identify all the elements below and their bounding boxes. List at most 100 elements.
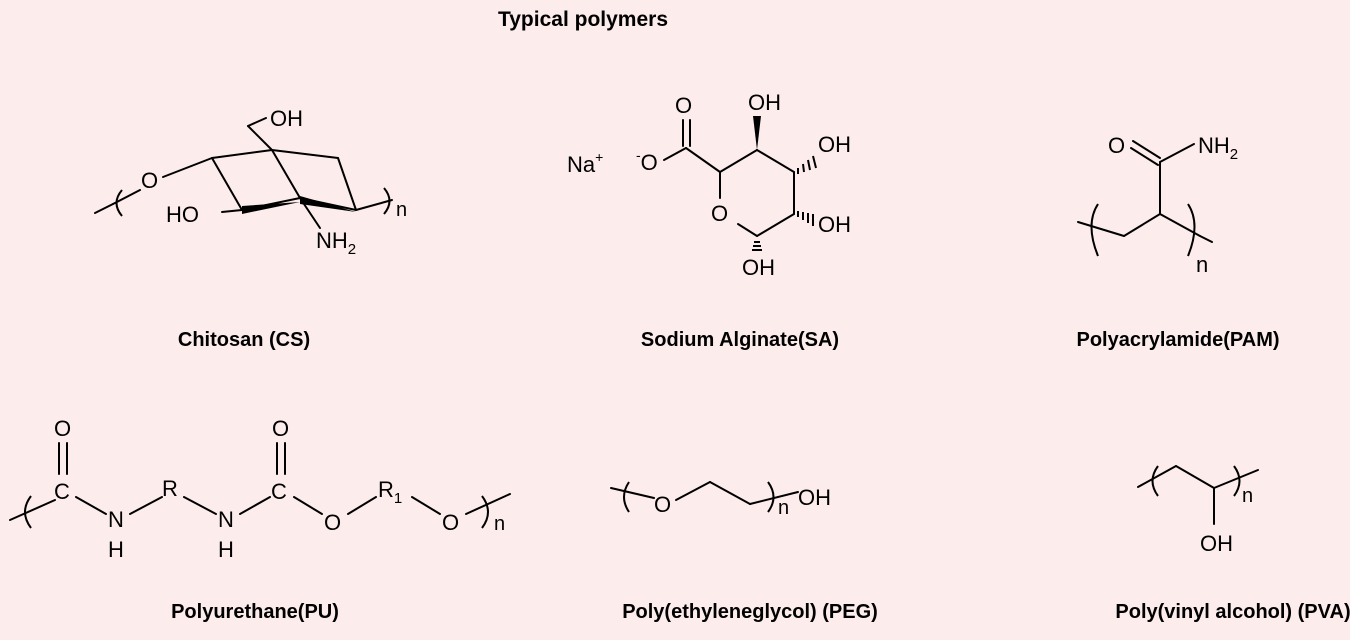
chitosan-bond <box>247 117 267 127</box>
pu-atom-n1: N <box>108 507 124 532</box>
chitosan-bond <box>271 149 301 199</box>
peg-atom-oh: OH <box>798 485 831 510</box>
chitosan-bond <box>211 157 243 211</box>
peg-left-tick <box>610 487 655 499</box>
chitosan-bond <box>247 125 273 151</box>
pam-left-paren <box>1090 203 1099 257</box>
pu-atom-h2: H <box>218 537 234 562</box>
pva-right-paren <box>1233 465 1241 497</box>
alginate-hash <box>797 211 814 226</box>
polyurethane-name: Polyurethane(PU) <box>171 601 339 623</box>
alginate-atom-na: Na+ <box>567 149 603 177</box>
pam-left-tick <box>1077 221 1125 237</box>
alginate-atom-o-dbl: O <box>675 93 692 118</box>
pu-bond <box>239 496 271 515</box>
pu-atom-r1: R1 <box>378 477 402 507</box>
pu-left-paren <box>24 495 32 529</box>
chitosan-left-tick <box>94 203 114 214</box>
alginate-hash <box>752 241 762 251</box>
pam-atom-nh: NH2 <box>1198 133 1238 163</box>
pva-bond <box>1213 469 1259 489</box>
pu-repeat-n: n <box>494 513 505 535</box>
pu-atom-o-top1: O <box>54 416 71 441</box>
figure-title: Typical polymers <box>498 8 668 31</box>
peg-bond <box>675 481 711 501</box>
chitosan-atom-o: O <box>141 168 158 193</box>
pu-bond <box>465 493 511 515</box>
chitosan-bond <box>355 199 393 211</box>
alginate-bond <box>756 213 795 237</box>
alginate-bond <box>663 147 687 161</box>
alginate-bond <box>737 223 758 237</box>
chitosan-bond <box>241 197 301 211</box>
chitosan-atom-nh: NH2 <box>316 228 356 258</box>
chitosan-bond <box>299 197 321 229</box>
polyacrylamide-structure: O NH2 n <box>1077 133 1238 277</box>
peg-structure: O n OH <box>610 481 831 519</box>
chitosan-bond <box>211 149 273 159</box>
pam-bond <box>1130 147 1159 166</box>
chitosan-left-paren <box>115 189 123 217</box>
pu-right-paren <box>481 495 489 529</box>
pu-bond <box>183 496 217 515</box>
pu-bond <box>129 496 163 515</box>
pam-bond <box>1132 140 1161 159</box>
pva-left-paren <box>1151 465 1159 497</box>
pva-name: Poly(vinyl alcohol) (PVA) <box>1115 601 1350 623</box>
pu-atom-o2: O <box>442 510 459 535</box>
peg-atom-o: O <box>654 492 671 517</box>
chitosan-bond <box>337 157 357 211</box>
pva-structure: n OH <box>1137 465 1259 556</box>
chitosan-bond <box>162 157 213 178</box>
peg-right-paren <box>767 481 775 513</box>
alginate-atom-oh-bottom: OH <box>742 255 775 280</box>
chitosan-atom-oh-top: OH <box>270 106 303 131</box>
peg-repeat-n: n <box>778 497 789 519</box>
pam-bond <box>1123 213 1161 237</box>
chitosan-repeat-n: n <box>396 199 407 221</box>
alginate-bond <box>719 149 758 173</box>
pva-atom-oh: OH <box>1200 531 1233 556</box>
chitosan-bond <box>221 209 243 213</box>
pam-atom-o: O <box>1108 133 1125 158</box>
pu-bond <box>75 496 107 515</box>
pu-bond <box>293 496 323 515</box>
alginate-name: Sodium Alginate(SA) <box>641 329 839 351</box>
peg-name: Poly(ethyleneglycol) (PEG) <box>622 601 878 623</box>
pu-atom-o1: O <box>324 510 341 535</box>
pam-right-paren <box>1187 203 1196 257</box>
chitosan-bond <box>112 189 141 205</box>
pam-bond <box>1159 143 1195 163</box>
chitosan-bond <box>271 149 339 159</box>
pu-atom-h1: H <box>108 537 124 562</box>
pam-right-tick <box>1199 235 1213 243</box>
pu-atom-n2: N <box>218 507 234 532</box>
pu-atom-r: R <box>162 476 178 501</box>
pu-atom-c2: C <box>271 479 287 504</box>
chitosan-right-paren <box>383 187 391 215</box>
chitosan-bold-wedge <box>242 202 300 214</box>
alginate-wedge <box>753 116 761 150</box>
alginate-bond <box>685 147 721 173</box>
pva-bond <box>1175 465 1215 489</box>
pu-atom-o-top2: O <box>272 416 289 441</box>
pu-atom-c1: C <box>54 479 70 504</box>
alginate-bond <box>756 149 795 173</box>
pu-bond <box>347 496 377 515</box>
alginate-atom-o-ring: O <box>711 201 728 226</box>
alginate-atom-o-neg: -O <box>636 147 658 175</box>
pva-repeat-n: n <box>1242 485 1253 507</box>
alginate-structure: Na+ O -O O OH OH OH <box>567 90 851 280</box>
chitosan-atom-ho: HO <box>166 202 199 227</box>
alginate-atom-oh-r1: OH <box>818 132 851 157</box>
alginate-atom-oh-top: OH <box>748 90 781 115</box>
chitosan-bold-wedge <box>300 196 356 212</box>
peg-bond <box>709 481 751 505</box>
pam-repeat-n: n <box>1196 252 1208 277</box>
polyacrylamide-name: Polyacrylamide(PAM) <box>1076 329 1279 351</box>
alginate-atom-oh-r2: OH <box>818 212 851 237</box>
pu-bond <box>411 496 441 515</box>
pu-left-tick <box>9 499 56 521</box>
chitosan-structure: O OH HO NH2 n <box>94 106 407 258</box>
